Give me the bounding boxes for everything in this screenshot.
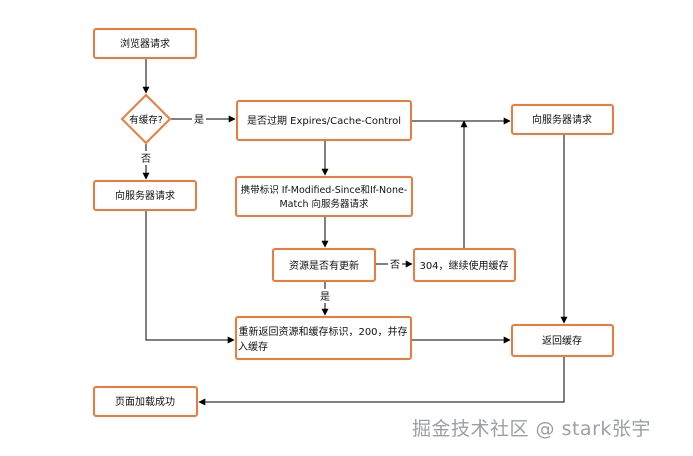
edge-left-server-to-return (145, 210, 235, 344)
label-no-cache: 否 (141, 153, 151, 165)
label-no-update: 否 (390, 259, 400, 271)
node-return-cache: 返回缓存 (511, 324, 614, 357)
svg-text:页面加载成功: 页面加载成功 (115, 396, 175, 408)
svg-text:是否过期 Expires/Cache-Control: 是否过期 Expires/Cache-Control (247, 114, 401, 127)
node-return-and-cache: 重新返回资源和缓存标识，200，并存 入缓存 (235, 316, 412, 360)
svg-text:浏览器请求: 浏览器请求 (120, 37, 170, 50)
node-not-modified: 304，继续使用缓存 (413, 248, 516, 282)
watermark: 掘金技术社区 @ stark张宇 (412, 418, 651, 440)
svg-text:资源是否有更新: 资源是否有更新 (289, 259, 359, 272)
svg-text:携带标识 If-Modified-Since和If-None: 携带标识 If-Modified-Since和If-None- (241, 184, 408, 196)
node-browser-request: 浏览器请求 (93, 28, 197, 59)
node-server-request-left: 向服务器请求 (93, 180, 197, 211)
svg-text:向服务器请求: 向服务器请求 (532, 113, 592, 126)
svg-text:Match 向服务器请求: Match 向服务器请求 (279, 198, 369, 210)
node-has-cache: 有缓存? (120, 93, 172, 145)
svg-text:304，继续使用缓存: 304，继续使用缓存 (419, 259, 508, 272)
svg-text:入缓存: 入缓存 (238, 340, 268, 353)
svg-text:返回缓存: 返回缓存 (542, 334, 582, 347)
node-page-loaded: 页面加载成功 (93, 386, 198, 417)
svg-text:重新返回资源和缓存标识，200，并存: 重新返回资源和缓存标识，200，并存 (238, 325, 407, 338)
label-yes-update: 是 (320, 291, 330, 303)
node-server-request-top: 向服务器请求 (511, 104, 614, 135)
node-resource-updated: 资源是否有更新 (272, 248, 376, 282)
node-carry-headers: 携带标识 If-Modified-Since和If-None- Match 向服… (235, 176, 413, 217)
svg-text:向服务器请求: 向服务器请求 (115, 189, 175, 202)
svg-text:有缓存?: 有缓存? (129, 114, 163, 126)
edges (142, 58, 568, 406)
label-yes-expired: 是 (194, 114, 204, 126)
edge-labels: 是 否 否 是 (139, 112, 402, 303)
node-expired-check: 是否过期 Expires/Cache-Control (236, 100, 412, 141)
edge-return-cache-to-page (198, 357, 565, 406)
